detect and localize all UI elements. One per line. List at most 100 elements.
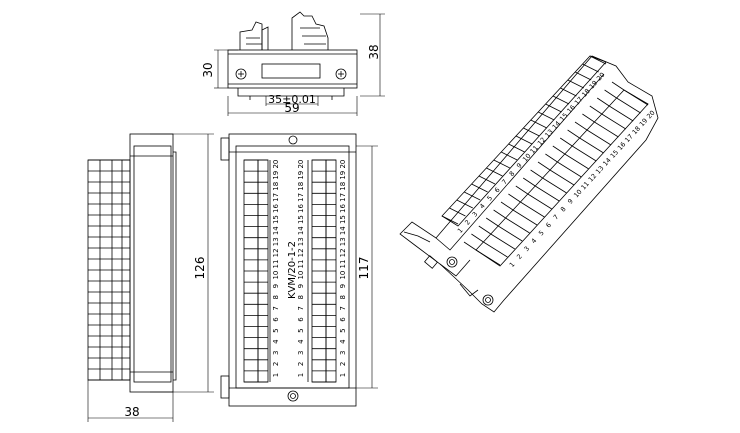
top-view-body (227, 49, 358, 89)
front-left-terminal-number: 5 (272, 328, 280, 332)
front-left-terminal-number: 19 (272, 171, 280, 180)
iso-right-terminal-number: 6 (544, 221, 553, 229)
isometric-view (399, 55, 659, 313)
front-mid-terminal-number: 15 (297, 215, 305, 224)
side-view-width-dim: 38 (124, 405, 139, 419)
iso-right-terminal-number: 10 (572, 188, 583, 200)
iso-right-terminal-number: 16 (616, 140, 627, 152)
iso-left-terminal-number: 17 (573, 95, 584, 107)
front-mid-terminal-number: 19 (297, 171, 305, 180)
iso-terminal-row-left (441, 55, 607, 227)
front-left-terminal-number: 1 (272, 373, 280, 377)
iso-left-terminal-number: 20 (595, 71, 606, 83)
front-mid-terminal-number: 12 (297, 248, 305, 257)
iso-left-terminal-number: 18 (580, 87, 591, 99)
front-left-terminal-number: 9 (272, 284, 280, 288)
front-mid-terminal-number: 16 (297, 204, 305, 213)
front-right-terminal-number: 16 (339, 204, 347, 213)
iso-left-terminal-number: 19 (588, 79, 599, 91)
top-view-width-dim: 59 (284, 101, 299, 115)
top-view-dimensions (214, 13, 385, 116)
front-right-terminal-number: 15 (339, 215, 347, 224)
front-left-terminal-number: 20 (272, 160, 280, 169)
front-right-terminal-number: 18 (339, 182, 347, 191)
iso-left-terminal-number: 2 (463, 218, 472, 226)
front-right-terminal-number: 10 (339, 271, 347, 280)
iso-right-terminal-number: 12 (587, 172, 598, 184)
front-right-terminal-number: 4 (339, 339, 347, 344)
iso-right-terminal-number: 17 (623, 133, 634, 145)
front-mid-terminal-number: 17 (297, 193, 305, 202)
model-label: KVM/20-1-2 (287, 241, 298, 299)
front-view-body (228, 133, 357, 407)
iso-left-terminal-number: 6 (493, 186, 502, 194)
top-view (227, 11, 358, 100)
iso-right-terminal-number: 20 (645, 109, 656, 121)
top-view-height-dim: 30 (201, 62, 215, 77)
front-mid-terminal-number: 13 (297, 237, 305, 246)
front-right-terminal-number: 17 (339, 193, 347, 202)
iso-right-terminal-number: 8 (559, 205, 568, 213)
front-right-terminal-number: 3 (339, 351, 347, 355)
front-mid-terminal-number: 3 (297, 351, 305, 355)
iso-left-terminal-number: 1 (456, 226, 465, 234)
iso-right-terminal-number: 7 (552, 213, 561, 221)
front-right-terminal-number: 13 (339, 237, 347, 246)
front-mid-terminal-number: 5 (297, 328, 305, 332)
front-left-terminal-number: 11 (272, 260, 280, 269)
front-mid-terminal-number: 18 (297, 182, 305, 191)
iso-right-terminal-number: 5 (537, 229, 546, 237)
front-mid-terminal-number: 11 (297, 260, 305, 269)
iso-left-terminal-number: 5 (485, 194, 494, 202)
iso-right-terminal-number: 18 (631, 125, 642, 137)
iso-body (399, 55, 659, 313)
mounting-hole-icon (287, 390, 299, 402)
front-mid-terminal-number: 10 (297, 271, 305, 280)
iso-right-terminal-number: 19 (638, 117, 649, 129)
front-left-terminal-number: 17 (272, 193, 280, 202)
front-right-terminal-number: 9 (339, 284, 347, 288)
front-left-terminal-number: 13 (272, 237, 280, 246)
iso-terminal-row-right (475, 89, 649, 267)
iso-left-terminal-number: 13 (543, 128, 554, 140)
front-left-terminal-number: 10 (272, 271, 280, 280)
iso-left-terminal-number: 16 (565, 103, 576, 115)
iso-right-terminal-number: 2 (515, 253, 524, 261)
front-right-terminal-number: 20 (339, 160, 347, 169)
screw-icon (235, 68, 247, 80)
screw-icon (335, 68, 347, 80)
front-mid-terminal-number: 7 (297, 306, 305, 310)
front-left-terminal-number: 15 (272, 215, 280, 224)
iso-left-terminal-number: 15 (558, 111, 569, 123)
iso-right-terminal-number: 1 (508, 260, 517, 268)
front-mid-terminal-number: 8 (297, 295, 305, 299)
iso-left-terminal-number: 12 (536, 136, 547, 148)
iso-left-terminal-number: 7 (500, 178, 509, 186)
front-left-terminal-number: 18 (272, 182, 280, 191)
iso-right-terminal-number: 15 (609, 148, 620, 160)
front-mid-terminal-number: 1 (297, 373, 305, 377)
front-right-terminal-number: 7 (339, 306, 347, 310)
front-left-terminal-number: 8 (272, 295, 280, 299)
side-view (87, 133, 177, 393)
iso-right-terminal-number: 3 (522, 245, 531, 253)
front-left-terminal-number: 7 (272, 306, 280, 310)
front-right-terminal-number: 14 (339, 226, 347, 235)
front-view (220, 133, 357, 407)
front-mid-terminal-number: 6 (297, 317, 305, 322)
side-view-body (129, 133, 174, 393)
front-left-terminal-number: 2 (272, 362, 280, 366)
iso-right-terminal-number: 13 (594, 164, 605, 176)
iso-right-terminal-number: 9 (566, 197, 575, 205)
front-left-terminal-number: 16 (272, 204, 280, 213)
front-right-terminal-number: 11 (339, 260, 347, 269)
iso-left-terminal-number: 4 (478, 202, 487, 210)
front-mid-terminal-number: 20 (297, 160, 305, 169)
iso-right-terminal-number: 4 (530, 237, 539, 245)
top-view-height-dim-right: 38 (367, 44, 381, 59)
front-right-terminal-number: 2 (339, 362, 347, 366)
